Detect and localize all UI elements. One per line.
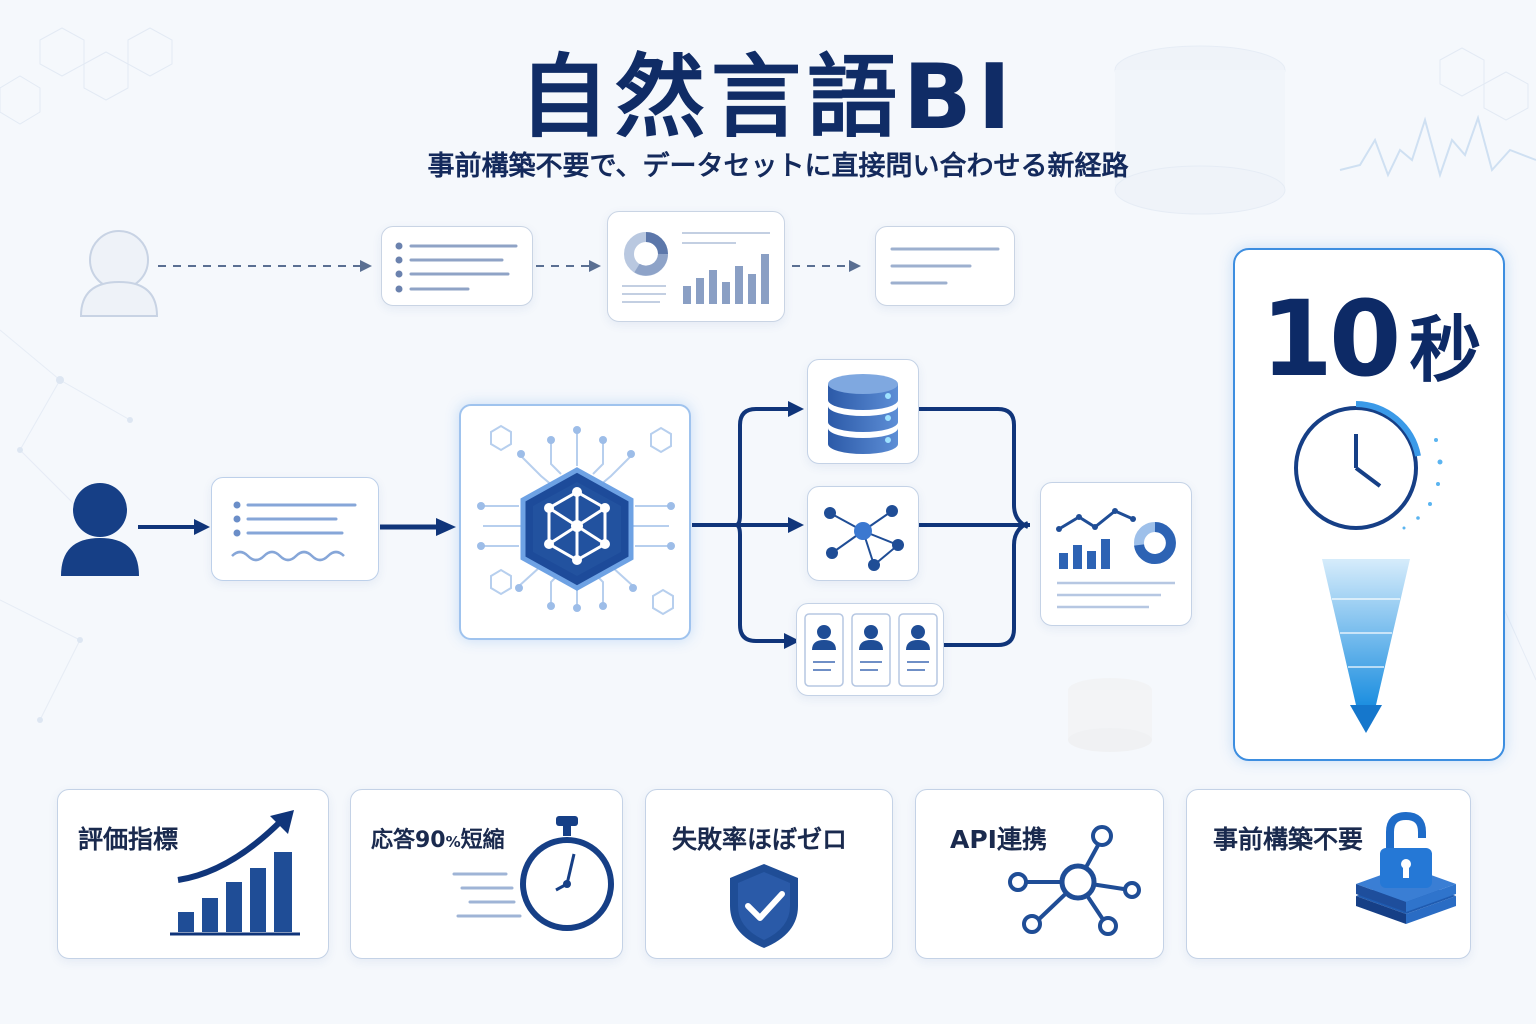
report-card-faded	[875, 226, 1015, 306]
unlock-layers-icon	[1356, 811, 1456, 924]
user-icon-faded	[79, 230, 159, 317]
network-hub-icon	[1008, 825, 1141, 936]
feature-label-response: 応答90%短縮	[371, 822, 505, 854]
arrow-query-to-ai	[380, 518, 456, 536]
graph-network-icon	[824, 505, 904, 571]
database-source-card	[807, 359, 919, 464]
feature-label-prebuild: 事前構築不要	[1213, 825, 1364, 854]
query-text-icon	[231, 501, 357, 562]
clock-icon	[1294, 401, 1443, 530]
branch-connectors	[692, 401, 1030, 649]
feature-label-response-tail: 短縮	[460, 828, 505, 853]
feature-card-api	[915, 789, 1164, 959]
people-source-card	[796, 603, 944, 696]
feature-label-response-percent: %	[445, 833, 461, 851]
dashboard-card-faded	[607, 211, 785, 322]
database-icon	[828, 374, 898, 454]
arrow-user-to-query	[138, 519, 210, 535]
query-card-faded	[381, 226, 533, 306]
page-title: 自然言語BI	[518, 45, 1018, 150]
people-profiles-icon	[804, 613, 938, 687]
feature-label-response-main: 応答90	[371, 828, 446, 853]
dashed-arrow-1	[158, 260, 372, 272]
graph-source-card	[807, 486, 919, 581]
shield-check-icon	[730, 864, 798, 948]
dashboard-chart-icon	[622, 232, 770, 304]
result-dashboard-card	[1040, 482, 1192, 626]
dashed-arrow-3	[792, 260, 861, 272]
natural-language-query-card	[211, 477, 379, 581]
feature-label-metrics: 評価指標	[78, 825, 179, 854]
list-lines-icon	[395, 242, 518, 293]
feature-label-failure: 失敗率ほぼゼロ	[672, 825, 848, 854]
user-icon	[61, 483, 139, 576]
bar-chart-growth-icon	[170, 810, 300, 936]
ai-network-hexagon-icon	[477, 424, 675, 616]
page-subtitle: 事前構築不要で、データセットに直接問い合わせる新経路	[427, 151, 1129, 182]
stopwatch-icon	[452, 816, 614, 931]
ai-engine-card	[459, 404, 691, 640]
dashed-arrow-2	[536, 260, 601, 272]
feature-label-api: API連携	[950, 825, 1047, 854]
funnel-arrow-icon	[1322, 559, 1410, 733]
speed-unit: 秒	[1409, 308, 1481, 392]
result-chart-icon	[1056, 508, 1176, 609]
speed-number: 10	[1260, 278, 1402, 400]
text-lines-icon	[890, 247, 1000, 285]
